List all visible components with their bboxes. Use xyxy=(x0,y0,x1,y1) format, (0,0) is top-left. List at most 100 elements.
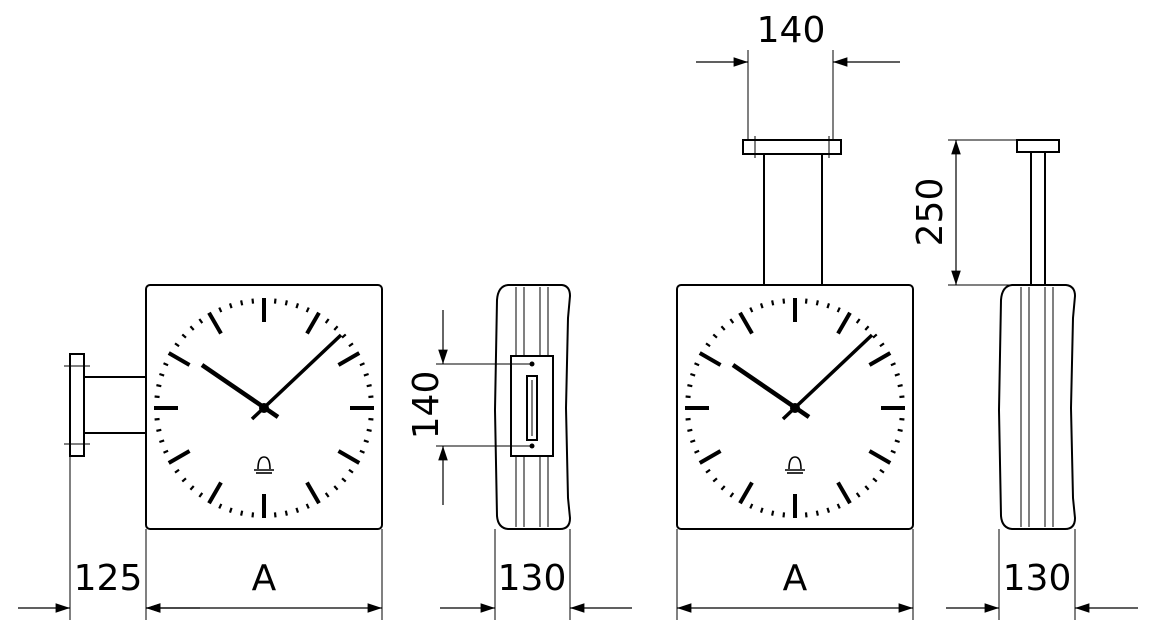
minute-mark xyxy=(705,468,711,474)
minute-mark xyxy=(771,510,775,516)
minute-mark xyxy=(855,318,861,324)
dim-wall-bracket-depth: 125 xyxy=(74,558,143,599)
minute-mark xyxy=(836,307,841,313)
minute-mark xyxy=(181,333,187,339)
minute-mark xyxy=(240,300,244,306)
minute-mark xyxy=(720,485,726,491)
minute-mark xyxy=(815,510,819,516)
minute-mark xyxy=(284,510,288,516)
minute-mark xyxy=(815,300,819,306)
minute-mark xyxy=(894,372,900,377)
minute-mark xyxy=(198,492,204,498)
minute-mark xyxy=(690,372,696,377)
wall-mount-side-view: 140 130 xyxy=(406,284,632,620)
minute-mark xyxy=(687,384,693,388)
minute-mark xyxy=(759,303,764,309)
dim-face-width-left: A xyxy=(252,558,277,599)
minute-mark xyxy=(363,439,369,444)
minute-mark xyxy=(240,510,244,516)
minute-mark xyxy=(782,298,786,304)
minute-mark xyxy=(324,492,330,498)
dim-side-depth-left: 130 xyxy=(498,558,567,599)
minute-mark xyxy=(366,384,372,388)
minute-mark xyxy=(712,477,718,483)
minute-mark xyxy=(273,512,277,518)
minute-mark xyxy=(273,298,277,304)
minute-mark xyxy=(333,485,339,491)
hour-mark xyxy=(305,481,321,505)
clock-dial-icon xyxy=(154,298,374,518)
ceiling-mount-front-view: 140 A xyxy=(676,10,914,620)
wall-mount-front-view: 125 A xyxy=(18,284,383,620)
minute-mark xyxy=(687,428,693,432)
ceiling-tube xyxy=(763,153,823,286)
hour-mark xyxy=(738,311,754,335)
wall-plate xyxy=(69,353,85,457)
ceiling-tube-side xyxy=(1030,151,1046,286)
minute-mark xyxy=(720,325,726,331)
minute-mark xyxy=(251,512,255,518)
minute-mark xyxy=(341,333,347,339)
minute-mark xyxy=(890,362,896,367)
minute-mark xyxy=(198,318,204,324)
minute-mark xyxy=(174,342,180,348)
hour-mark xyxy=(167,449,191,465)
minute-mark xyxy=(218,307,223,313)
hour-mark xyxy=(738,481,754,505)
minute-mark xyxy=(324,318,330,324)
dim-ceiling-tube-length: 250 xyxy=(910,178,951,247)
ceiling-plate-side xyxy=(1016,139,1060,153)
minute-mark xyxy=(284,300,288,306)
clock-case-side-right xyxy=(997,284,1077,530)
minute-mark xyxy=(189,325,195,331)
minute-mark xyxy=(872,333,878,339)
minute-mark xyxy=(295,507,300,513)
minute-mark xyxy=(368,395,374,399)
hour-mark xyxy=(337,351,361,367)
dim-face-width-right: A xyxy=(783,558,808,599)
minute-mark xyxy=(228,507,233,513)
minute-mark xyxy=(333,325,339,331)
minute-mark xyxy=(729,492,735,498)
minute-mark xyxy=(159,439,165,444)
minute-mark xyxy=(694,449,700,454)
minute-mark xyxy=(159,372,165,377)
minute-mark xyxy=(899,417,905,421)
hour-mark xyxy=(836,481,852,505)
minute-mark xyxy=(174,468,180,474)
minute-mark xyxy=(685,417,691,421)
minute-mark xyxy=(749,307,754,313)
minute-mark xyxy=(694,362,700,367)
minute-mark xyxy=(341,477,347,483)
hour-mark xyxy=(167,351,191,367)
minute-mark xyxy=(251,298,255,304)
minute-mark xyxy=(749,503,754,509)
hour-mark xyxy=(337,449,361,465)
hour-mark xyxy=(305,311,321,335)
minute-mark xyxy=(359,362,365,367)
minute-mark xyxy=(897,384,903,388)
minute-mark xyxy=(879,342,885,348)
bell-logo-icon xyxy=(785,456,805,474)
bell-logo-icon xyxy=(254,456,274,474)
dim-side-bracket-height: 140 xyxy=(406,371,447,440)
minute-mark xyxy=(189,485,195,491)
dim-side-depth-right: 130 xyxy=(1003,558,1072,599)
minute-mark xyxy=(154,395,160,399)
minute-mark xyxy=(181,477,187,483)
minute-mark xyxy=(804,298,808,304)
minute-mark xyxy=(368,417,374,421)
minute-mark xyxy=(363,372,369,377)
minute-mark xyxy=(897,428,903,432)
minute-mark xyxy=(705,342,711,348)
minute-mark xyxy=(163,362,169,367)
minute-mark xyxy=(879,468,885,474)
hand-hub xyxy=(259,403,269,413)
ceiling-mount-side-view: 250 130 xyxy=(910,139,1138,620)
minute-mark xyxy=(685,395,691,399)
minute-mark xyxy=(864,325,870,331)
hour-mark xyxy=(698,351,722,367)
minute-mark xyxy=(826,303,831,309)
minute-mark xyxy=(712,333,718,339)
